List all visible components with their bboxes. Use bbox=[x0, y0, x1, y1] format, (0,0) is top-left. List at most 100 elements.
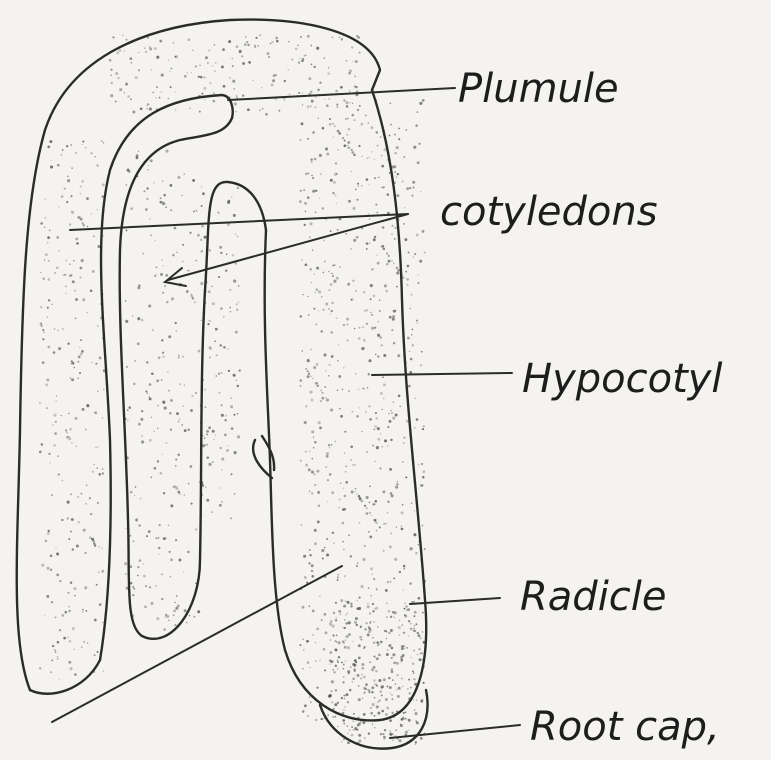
stipple-dot bbox=[197, 350, 200, 353]
stipple-dot bbox=[326, 553, 329, 556]
stipple-dot bbox=[321, 296, 323, 298]
stipple-dot bbox=[352, 663, 355, 666]
stipple-dot bbox=[362, 721, 365, 724]
stipple-dot bbox=[126, 184, 127, 185]
stipple-dot bbox=[404, 602, 406, 604]
stipple-dot bbox=[54, 649, 56, 651]
stipple-dot bbox=[182, 261, 183, 262]
stipple-dot bbox=[371, 151, 372, 152]
stipple-dot bbox=[374, 461, 376, 463]
stipple-dot bbox=[369, 184, 370, 185]
stipple-dot bbox=[332, 123, 334, 125]
stipple-dot bbox=[418, 648, 421, 651]
stipple-dot bbox=[174, 624, 176, 626]
stipple-dot bbox=[146, 187, 148, 189]
stipple-dot bbox=[224, 419, 226, 421]
stipple-dot bbox=[395, 152, 397, 154]
stipple-dot bbox=[402, 461, 404, 463]
stipple-dot bbox=[201, 225, 204, 228]
stipple-dot bbox=[382, 376, 384, 378]
stipple-dot bbox=[312, 131, 314, 133]
stipple-dot bbox=[70, 582, 72, 584]
stipple-dot bbox=[350, 555, 353, 558]
stipple-dot bbox=[377, 355, 379, 357]
stipple-dot bbox=[386, 638, 387, 639]
stipple-dot bbox=[284, 100, 285, 101]
stipple-dot bbox=[413, 601, 415, 603]
stipple-dot bbox=[186, 622, 187, 623]
stipple-dot bbox=[202, 485, 204, 487]
stipple-dot bbox=[369, 661, 371, 663]
stipple-dot bbox=[331, 444, 333, 446]
stipple-dot bbox=[168, 98, 170, 100]
stipple-dot bbox=[68, 437, 71, 440]
stipple-dot bbox=[110, 74, 112, 76]
stipple-dot bbox=[165, 206, 167, 208]
stipple-dot bbox=[217, 212, 219, 214]
stipple-dot bbox=[400, 724, 403, 727]
stipple-dot bbox=[84, 552, 86, 554]
stipple-dot bbox=[347, 733, 349, 735]
stipple-dot bbox=[399, 634, 401, 636]
stipple-dot bbox=[124, 562, 127, 565]
stipple-dot bbox=[212, 65, 214, 67]
stipple-dot bbox=[396, 662, 399, 665]
stipple-dot bbox=[92, 270, 95, 273]
stipple-dot bbox=[348, 621, 351, 624]
stipple-dot bbox=[424, 252, 426, 254]
stipple-dot bbox=[67, 176, 68, 177]
stipple-dot bbox=[47, 236, 50, 239]
stipple-dot bbox=[408, 635, 409, 636]
stipple-dot bbox=[308, 605, 310, 607]
stipple-dot bbox=[317, 520, 320, 523]
stipple-dot bbox=[340, 415, 343, 418]
stipple-dot bbox=[96, 584, 98, 586]
stipple-dot bbox=[300, 379, 303, 382]
stipple-dot bbox=[381, 155, 383, 157]
stipple-dot bbox=[87, 226, 88, 227]
stipple-dot bbox=[308, 468, 311, 471]
stipple-dot bbox=[91, 538, 94, 541]
stipple-dot bbox=[375, 608, 376, 609]
stipple-dot bbox=[414, 510, 415, 511]
stipple-dot bbox=[385, 290, 388, 293]
stipple-dot bbox=[66, 432, 68, 434]
stipple-dot bbox=[407, 265, 410, 268]
stipple-dot bbox=[365, 411, 367, 413]
stipple-dot bbox=[336, 277, 339, 280]
stipple-dot bbox=[413, 678, 415, 680]
stipple-dot bbox=[175, 322, 177, 324]
stipple-dot bbox=[391, 260, 392, 261]
stipple-dot bbox=[69, 263, 71, 265]
stipple-dot bbox=[319, 154, 322, 157]
label-hypocotyl: Hypocotyl bbox=[522, 356, 723, 402]
stipple-dot bbox=[301, 122, 304, 125]
stipple-dot bbox=[385, 698, 388, 701]
stipple-dot bbox=[346, 693, 349, 696]
stipple-dot bbox=[75, 417, 78, 420]
stipple-dot bbox=[137, 342, 140, 345]
stipple-dot bbox=[176, 595, 178, 597]
stipple-dot bbox=[362, 326, 364, 328]
stipple-dot bbox=[389, 468, 392, 471]
stipple-dot bbox=[394, 171, 396, 173]
stipple-dot bbox=[389, 686, 392, 689]
stipple-dot bbox=[316, 627, 319, 630]
stipple-dot bbox=[358, 656, 361, 659]
stipple-dot bbox=[166, 301, 168, 303]
stipple-dot bbox=[369, 535, 372, 538]
stipple-dot bbox=[343, 664, 345, 666]
stipple-dot bbox=[395, 486, 398, 489]
stipple-dot bbox=[51, 304, 52, 305]
stipple-dot bbox=[315, 642, 316, 643]
stipple-dot bbox=[343, 709, 344, 710]
stipple-dot bbox=[357, 562, 359, 564]
stipple-dot bbox=[232, 254, 234, 256]
stipple-dot bbox=[56, 573, 59, 576]
stipple-dot bbox=[383, 148, 386, 151]
stipple-dot bbox=[417, 111, 419, 113]
stipple-dot bbox=[40, 222, 43, 225]
stipple-dot bbox=[376, 588, 378, 590]
stipple-dot bbox=[164, 285, 166, 287]
stipple-dot bbox=[367, 603, 369, 605]
